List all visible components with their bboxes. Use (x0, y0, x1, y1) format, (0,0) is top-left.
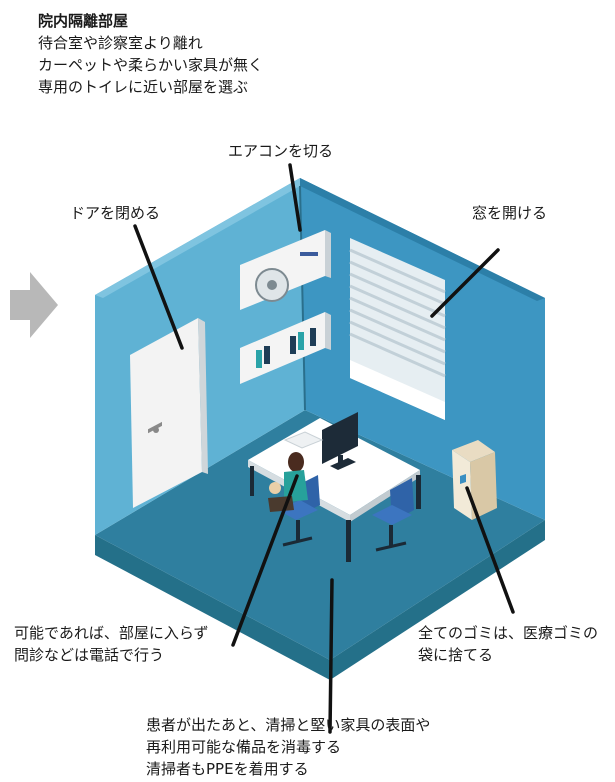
label-trash-line-2: 袋に捨てる (418, 646, 494, 664)
arrow-right-icon (10, 272, 58, 338)
wall-top-left (95, 178, 300, 298)
medical-waste-bin (452, 440, 497, 520)
air-conditioner (240, 230, 331, 310)
document-paper (283, 431, 324, 449)
label-trash-line-1: 全てのゴミは、医療ゴミの (418, 624, 599, 642)
page-title: 院内隔離部屋 (38, 12, 129, 30)
window-blinds (349, 238, 446, 420)
label-door: ドアを閉める (70, 204, 161, 222)
wall-top-right (300, 178, 545, 301)
door (130, 318, 208, 508)
label-clean-line-2: 再利用可能な備品を消毒する (146, 738, 342, 756)
label-phone-line-1: 可能であれば、部屋に入らず (14, 624, 209, 642)
header-line-1: 待合室や診察室より離れ (38, 34, 203, 52)
label-trash: 全てのゴミは、医療ゴミの 袋に捨てる (418, 622, 598, 666)
label-clean: 患者が出たあと、清掃と堅い家具の表面や 再利用可能な備品を消毒する 清掃者もPP… (146, 714, 430, 780)
label-window: 窓を開ける (472, 204, 548, 222)
leader-lines (133, 163, 515, 734)
label-phone-line-2: 問診などは電話で行う (14, 646, 165, 664)
label-clean-line-1: 患者が出たあと、清掃と堅い家具の表面や (146, 716, 431, 734)
label-phone: 可能であれば、部屋に入らず 問診などは電話で行う (14, 622, 209, 666)
chair-right (372, 478, 414, 552)
floor-base (95, 520, 545, 680)
shelf (240, 312, 331, 384)
computer-monitor (322, 412, 358, 470)
header-line-3: 専用のトイレに近い部屋を選ぶ (38, 78, 249, 96)
header: 院内隔離部屋 待合室や診察室より離れ カーペットや柔らかい家具が無く 専用のトイ… (38, 10, 478, 98)
label-aircon: エアコンを切る (228, 142, 334, 160)
label-clean-line-3: 清掃者もPPEを着用する (146, 760, 309, 778)
header-line-2: カーペットや柔らかい家具が無く (38, 56, 264, 74)
